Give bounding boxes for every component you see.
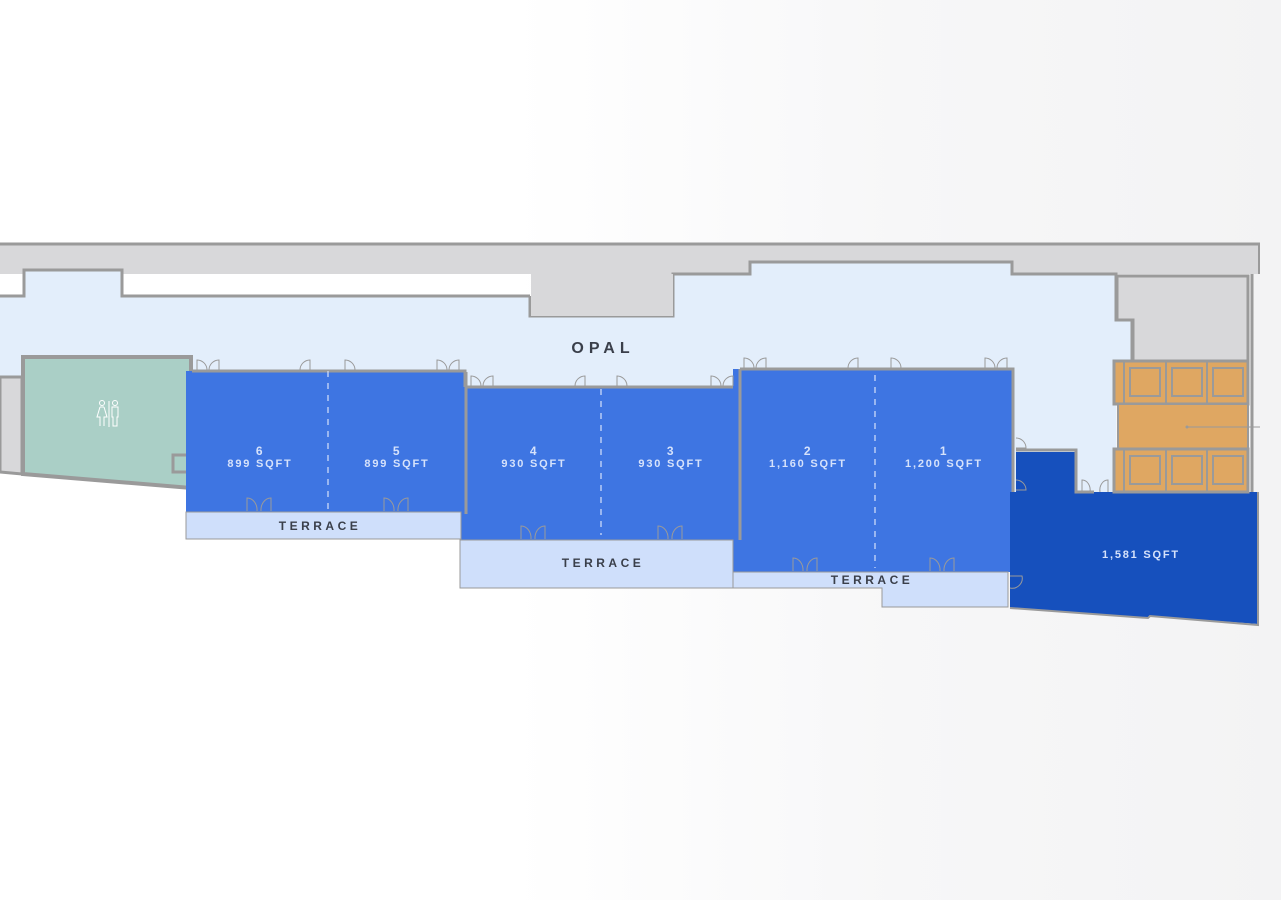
room-number: 1 xyxy=(939,444,949,458)
terrace-1[interactable] xyxy=(185,511,462,540)
room-area: 1,160 SQFT xyxy=(769,458,847,470)
room-number: 5 xyxy=(392,444,402,458)
restroom-icon xyxy=(96,400,119,427)
storage-area xyxy=(1112,359,1260,494)
door-icons xyxy=(196,357,1109,589)
room-6[interactable]: 6 899 SQFT xyxy=(227,444,292,470)
room-1[interactable]: 1 1,200 SQFT xyxy=(905,444,983,470)
room-area: 930 SQFT xyxy=(638,458,704,470)
room-number: 3 xyxy=(666,444,676,458)
room-area: 899 SQFT xyxy=(364,458,430,470)
corridor-opal[interactable] xyxy=(0,262,1132,492)
room-5[interactable]: 5 899 SQFT xyxy=(364,444,429,470)
room-group-2-1 xyxy=(733,369,1013,572)
service-band xyxy=(0,244,1260,274)
room-number: 2 xyxy=(803,444,813,458)
large-room[interactable] xyxy=(1010,452,1258,624)
terrace-3[interactable] xyxy=(732,571,1009,608)
terrace-1-label: TERRACE xyxy=(278,519,362,533)
terrace-2[interactable] xyxy=(459,539,734,589)
room-area: 899 SQFT xyxy=(227,458,293,470)
large-room-area: 1,581 SQFT xyxy=(1102,549,1180,561)
room-group-6-5 xyxy=(186,371,465,512)
room-group-4-3 xyxy=(461,387,739,540)
room-area: 930 SQFT xyxy=(501,458,567,470)
terrace-3-label: TERRACE xyxy=(830,573,914,587)
room-3[interactable]: 3 930 SQFT xyxy=(638,444,703,470)
room-2[interactable]: 2 1,160 SQFT xyxy=(769,444,847,470)
restroom[interactable] xyxy=(21,355,193,491)
room-area: 1,200 SQFT xyxy=(905,458,983,470)
room-4[interactable]: 4 930 SQFT xyxy=(501,444,566,470)
room-number: 6 xyxy=(255,444,265,458)
corridor-label: OPAL xyxy=(571,340,635,357)
terrace-2-label: TERRACE xyxy=(561,556,645,570)
room-number: 4 xyxy=(529,444,539,458)
